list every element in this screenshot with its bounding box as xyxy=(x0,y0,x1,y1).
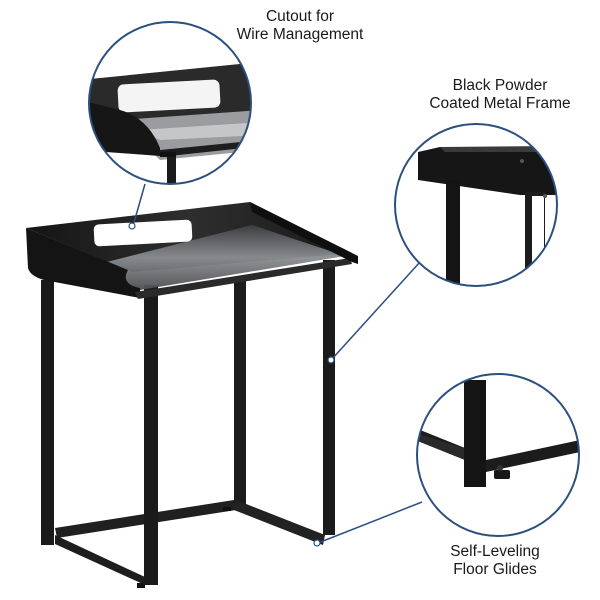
callout-cutout-detail xyxy=(88,21,252,185)
callout-label-line: Cutout for xyxy=(265,8,335,25)
callout-label-glides: Self-Leveling Floor Glides xyxy=(415,543,575,579)
callout-label-line: Black Powder xyxy=(452,77,548,94)
callout-label-cutout: Cutout for Wire Management xyxy=(205,8,395,44)
callout-label-line: Floor Glides xyxy=(453,561,537,578)
callout-connectors xyxy=(132,183,423,544)
callout-label-line: Self-Leveling xyxy=(450,543,540,560)
desk xyxy=(26,202,358,588)
callout-label-frame: Black Powder Coated Metal Frame xyxy=(400,77,600,113)
callout-label-line: Wire Management xyxy=(236,26,364,43)
callout-label-line: Coated Metal Frame xyxy=(429,95,571,112)
callout-glides-detail xyxy=(416,373,580,537)
callout-frame-detail xyxy=(394,123,558,287)
callout-anchor-dots xyxy=(128,222,335,547)
